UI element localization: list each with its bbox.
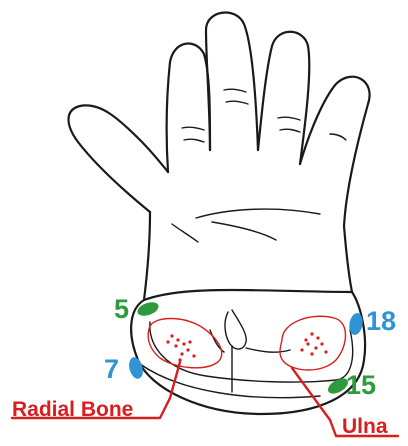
ulna-label: Ulna — [342, 415, 388, 438]
marker-7-dot — [127, 356, 145, 381]
middle-finger — [206, 13, 258, 150]
marker-18-label: 18 — [366, 306, 396, 336]
palm-ulnar-edge — [344, 226, 352, 292]
hand-outline — [69, 13, 370, 300]
wrist-outer-boundary — [131, 290, 365, 414]
palm-line-lower — [212, 222, 276, 240]
wrist-cross-section — [131, 290, 365, 414]
marker-7-label: 7 — [104, 354, 119, 384]
ulna-marrow-dots — [300, 332, 327, 355]
radial-bone-label: Radial Bone — [12, 398, 133, 421]
wrist-inner-boundary — [150, 322, 353, 382]
marker-15-label: 15 — [346, 370, 376, 400]
marker-5-label: 5 — [114, 294, 129, 324]
thumb — [69, 105, 169, 212]
little-finger — [300, 77, 370, 226]
ulna-outline — [280, 316, 346, 370]
palm-line-upper — [196, 209, 320, 218]
radial-bone-marrow-dots — [166, 334, 195, 361]
ring-finger — [258, 32, 309, 164]
central-tendon — [225, 310, 246, 349]
palm-radial-edge — [144, 212, 150, 300]
index-finger — [167, 44, 210, 172]
